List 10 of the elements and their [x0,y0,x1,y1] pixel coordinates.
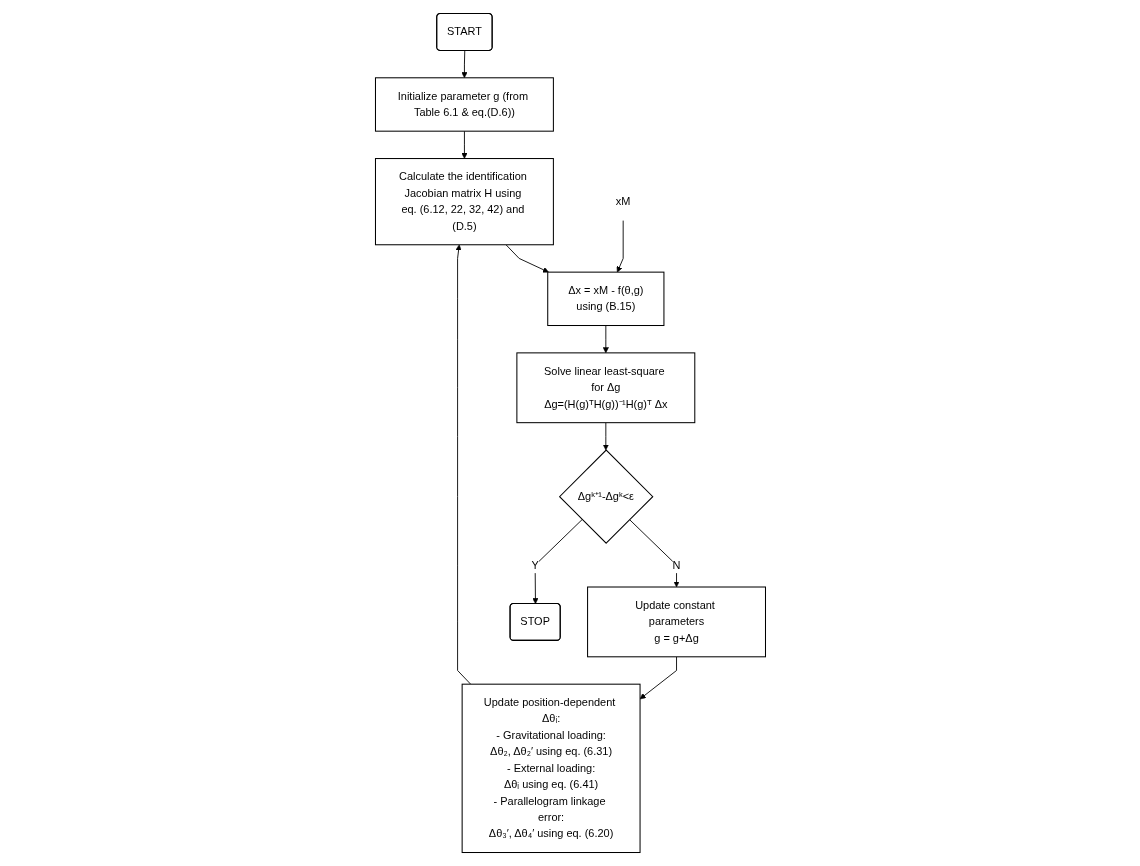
node-diamond: Δgᵏ⁺¹-Δgᵏ<ε [558,449,653,544]
node-text: xM [615,195,630,208]
node-box: Calculate the identification Jacobian matrix H using eq. (6.12, 22, 32, 42) and (D.5) [374,158,554,246]
edge-label: Y [531,558,539,571]
node-box: Initialize parameter g (from Table 6.1 & eq.(D.6)) [374,77,554,132]
edge-label: N [672,558,681,571]
node-box: Solve linear least-square for Δg Δg=(H(g)ᵀH(g))⁻¹H(g)ᵀ Δx [515,352,695,424]
node-box: Update constant parameters g = g+Δg [586,586,766,658]
node-box: Update position-dependent Δθᵢ: - Gravitational loading: Δθ₂, Δθ₂′ using eq. (6.31) - External loading: Δθᵢ using eq. (6.41) - Parallelogram linkage error: Δθ₃′, Δθ₄′ using eq. (6.20) [461,683,641,854]
node-box: Δx = xM - f(θ,g) using (B.15) [546,271,664,327]
